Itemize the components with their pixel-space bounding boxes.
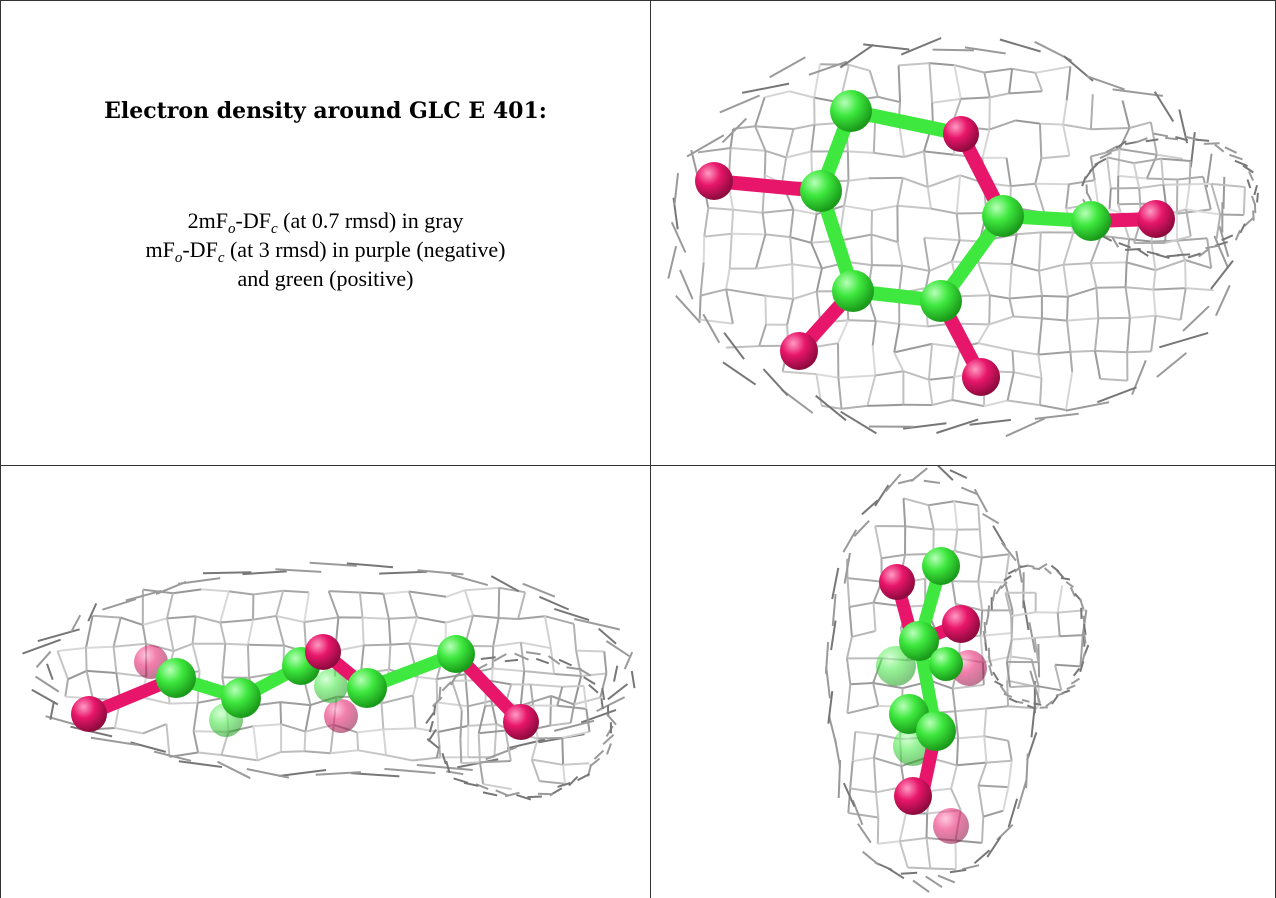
molecule-model xyxy=(695,90,1175,396)
density-panel-side-view xyxy=(1,466,650,898)
molecule-model xyxy=(71,634,539,740)
caption-panel: Electron density around GLC E 401: 2mFo-… xyxy=(1,1,650,465)
legend-line-2: mFo-DFc (at 3 rmsd) in purple (negative) xyxy=(145,237,506,266)
middle-divider xyxy=(0,465,1276,466)
left-border xyxy=(0,0,1,898)
figure-title: Electron density around GLC E 401: xyxy=(104,98,547,124)
molecule-model xyxy=(876,547,987,844)
density-panel-end-view xyxy=(651,466,1275,898)
density-panel-ring-view xyxy=(651,1,1275,465)
legend-block: 2mFo-DFc (at 0.7 rmsd) in gray mFo-DFc (… xyxy=(146,206,506,293)
legend-line-1: 2mFo-DFc (at 0.7 rmsd) in gray xyxy=(187,208,464,237)
legend-line-3: and green (positive) xyxy=(237,266,414,291)
density-mesh xyxy=(22,561,636,801)
center-divider xyxy=(650,0,651,898)
top-border xyxy=(0,0,1276,1)
